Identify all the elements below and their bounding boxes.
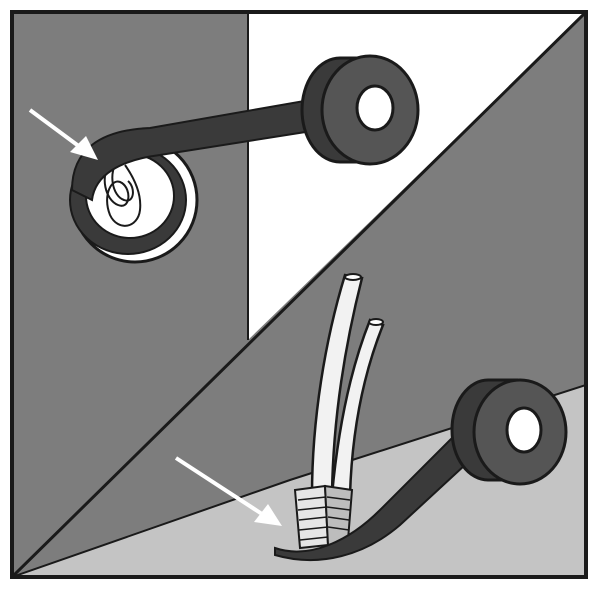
arrow-icon-lower — [174, 456, 282, 526]
pipe-icon — [103, 159, 142, 227]
scene-content — [12, 12, 586, 577]
arrow-icon — [28, 108, 98, 160]
floor — [12, 385, 586, 577]
tape-roll-icon — [300, 54, 420, 166]
illustration-frame — [10, 10, 588, 579]
tape-roll-icon-lower — [450, 378, 568, 486]
panel-divider — [12, 12, 586, 577]
cable-icon — [310, 273, 385, 497]
cable-conduit — [293, 484, 354, 550]
cable-entry — [174, 273, 568, 562]
pipe-penetration — [28, 54, 420, 264]
